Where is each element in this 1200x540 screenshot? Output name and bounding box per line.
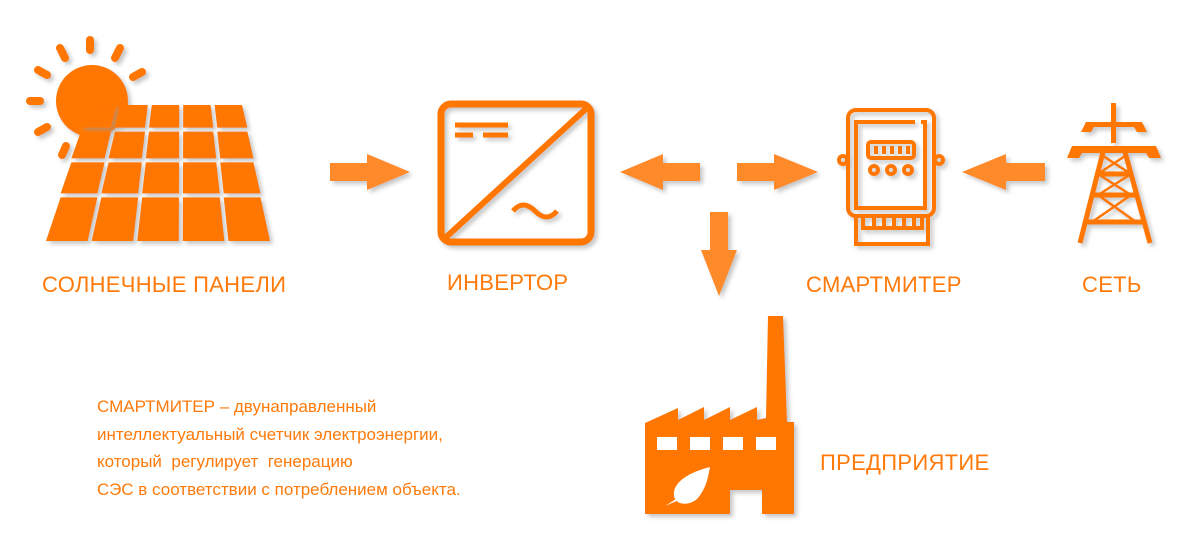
arrow-down-icon [701,212,737,296]
solar-cell [223,197,270,241]
factory-icon [645,316,794,514]
solar-cell [217,131,254,159]
description-line: который регулирует генерацию [97,452,353,471]
solar-cell [108,131,146,159]
solar-cell [114,105,148,128]
description-line: СМАРТМИТЕР – двунаправленный [97,397,377,416]
smartmeter-label: СМАРТМИТЕР [806,272,962,297]
arrow-left-icon [620,154,700,190]
solar-panels-label: СОЛНЕЧНЫЕ ПАНЕЛИ [42,272,287,297]
solar-cell [145,131,180,159]
power-tower-icon [1067,103,1161,244]
arrow-right-icon [737,154,818,190]
solar-cell [220,162,261,194]
smartmeter-description: СМАРТМИТЕР – двунаправленный интеллектуал… [97,393,461,503]
solar-cell [183,105,214,128]
solar-cell [80,105,117,128]
solar-cell [182,162,220,194]
solar-cell [101,162,142,194]
inverter-icon [437,100,595,246]
enterprise-label: ПРЕДПРИЯТИЕ [820,450,990,475]
description-line: интеллектуальный счетчик электроэнергии, [97,424,443,444]
solar-panel-icon [46,105,270,241]
solar-cell [142,162,180,194]
inverter-label: ИНВЕРТОР [447,270,569,295]
arrow-right-icon [330,154,410,190]
arrow-left-icon [962,154,1045,190]
smart-meter-icon [837,108,945,246]
solar-cell [91,197,139,241]
description-line: СЭС в соответствии с потреблением объект… [97,479,461,499]
solar-cell [71,131,111,159]
grid-label: СЕТЬ [1082,272,1142,297]
solar-cell [183,131,217,159]
solar-cell [60,162,105,194]
solar-cell [214,105,248,128]
solar-cell [137,197,179,241]
solar-cell [46,197,98,241]
solar-cell [182,197,225,241]
solar-cell [149,105,180,128]
